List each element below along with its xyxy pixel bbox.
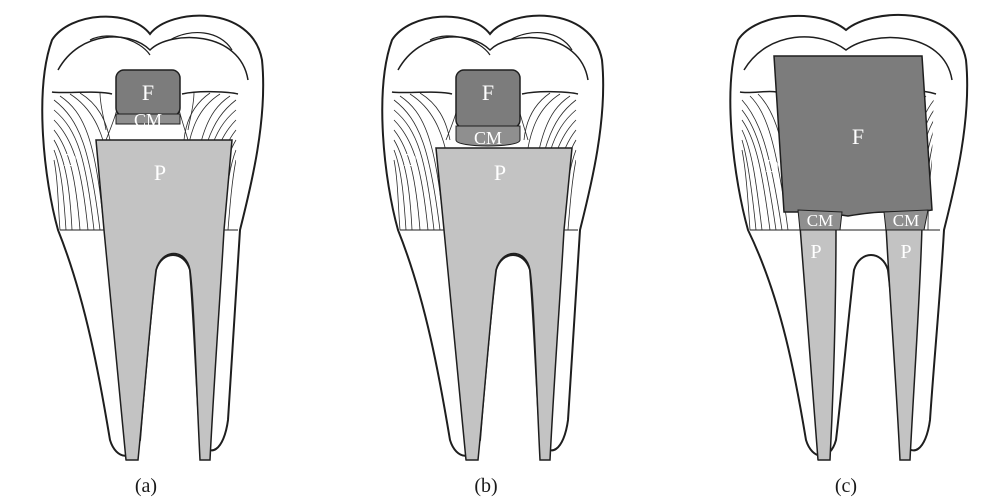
label-pulp-a: P [154, 160, 166, 185]
panel-c: F CM CM D P P (c) [730, 15, 967, 497]
label-capping-c-left: CM [807, 211, 833, 230]
label-filling-b: F [482, 80, 494, 105]
label-filling-c: F [852, 124, 864, 149]
panel-a: F CM D P (a) [42, 16, 263, 497]
label-dentin-a: D [64, 150, 77, 170]
caption-c: (c) [835, 475, 857, 497]
label-pulp-c-left: P [810, 241, 821, 263]
label-capping-b: CM [474, 128, 502, 148]
caption-a: (a) [135, 475, 157, 497]
label-capping-c-right: CM [893, 211, 919, 230]
label-dentin-c: D [766, 156, 779, 176]
label-pulp-b: P [494, 160, 506, 185]
caption-b: (b) [474, 475, 497, 497]
panel-b: F CM D P (b) [382, 16, 603, 497]
label-pulp-c-right: P [900, 241, 911, 263]
label-dentin-b: D [404, 150, 417, 170]
label-capping-a: CM [134, 110, 162, 130]
label-filling-a: F [142, 80, 154, 105]
